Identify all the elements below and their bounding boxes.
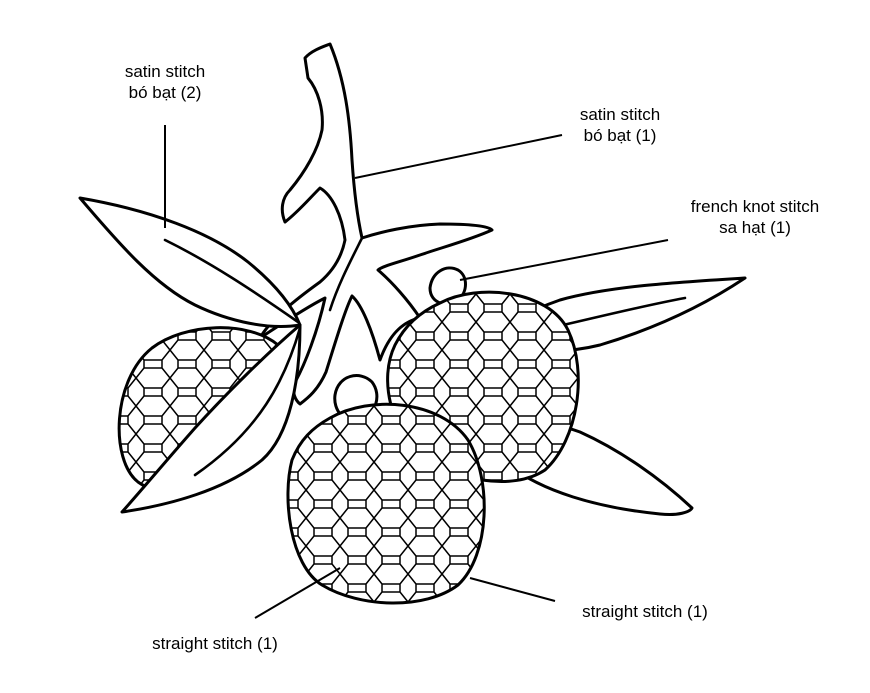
leader-straight-back (469, 577, 556, 602)
label-french-knot-line1: french knot stitch (690, 197, 820, 216)
leader-french-knot (459, 239, 669, 281)
label-satin-1-line2: bó bạt (1) (583, 126, 657, 145)
label-satin-stitch-2: satin stitch bó bạt (2) (100, 61, 230, 103)
label-satin-2-line1: satin stitch (124, 62, 206, 81)
leaf-lower-left (120, 323, 302, 514)
leaf-top-left (78, 196, 302, 328)
branch-stem (258, 42, 494, 406)
leader-satin-1 (354, 134, 563, 179)
label-straight-stitch-back: straight stitch (1) (560, 601, 730, 622)
label-straight-front-text: straight stitch (1) (152, 634, 278, 653)
label-satin-2-line2: bó bạt (2) (128, 83, 202, 102)
fruit-front-cells (287, 404, 485, 604)
label-satin-1-line1: satin stitch (579, 105, 661, 124)
branch-fork-left (328, 236, 364, 312)
label-satin-stitch-1: satin stitch bó bạt (1) (555, 104, 685, 146)
label-french-knot-line2: sa hạt (1) (719, 218, 791, 237)
label-straight-stitch-front: straight stitch (1) (130, 633, 300, 654)
label-straight-back-text: straight stitch (1) (582, 602, 708, 621)
leader-straight-front (254, 567, 341, 619)
leaf-lower-left-vein (193, 326, 302, 477)
leaf-top-left-vein (163, 238, 300, 324)
label-french-knot: french knot stitch sa hạt (1) (670, 196, 840, 238)
